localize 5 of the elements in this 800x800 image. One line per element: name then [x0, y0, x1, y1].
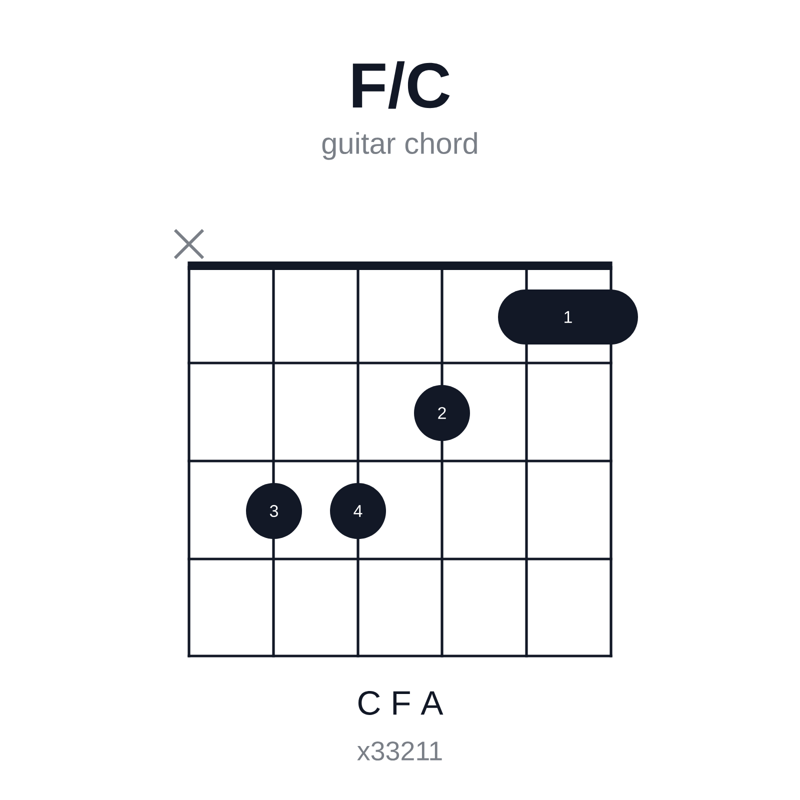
subtitle: guitar chord: [322, 132, 477, 160]
fingering-code: x33211: [357, 742, 442, 761]
chord-title: F/C: [352, 61, 450, 109]
chord-notes: C F A: [358, 691, 444, 715]
barre-bar: 1: [498, 290, 638, 344]
